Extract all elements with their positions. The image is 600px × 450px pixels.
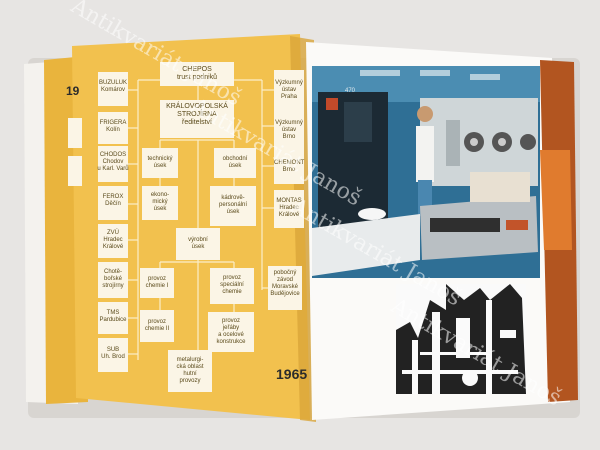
chart-box-obchodni: obchodní úsek (222, 156, 248, 169)
org-chart-lines (126, 79, 276, 360)
chart-box-left-3: CHODOS Chodov u Karl. Varů (97, 152, 129, 172)
chart-box-chepos: CHEPOS trust podniků (176, 66, 218, 81)
chart-box-right-1: Výzkumný ústav Praha (275, 80, 303, 100)
chart-box-technicky: technický úsek (147, 156, 173, 169)
chart-box-metalurgicka: metalurgi- cká oblast hutní provozy (176, 357, 204, 384)
org-chart-boxes (98, 62, 304, 392)
industrial-illustration (396, 284, 526, 394)
chart-box-chemie-1: provoz chemie I (145, 276, 169, 289)
chart-box-right-4: MONTAS Hradec Králové (276, 198, 302, 218)
chart-box-left-8: SUB Uh. Brod (101, 347, 125, 360)
chart-box-left-5: ZVÚ Hradec Králové (102, 230, 124, 250)
chart-box-left-1: BUZULUK Komárov (98, 80, 127, 93)
chart-box-right-2: Výzkumný ústav Brno (275, 120, 303, 140)
chart-box-kadrove: kádrově- personální úsek (218, 195, 248, 215)
chart-box-right-3: CHEMONT Brno (274, 160, 305, 173)
chart-box-left-6: Chotě- bořské strojírny (102, 269, 124, 289)
chart-box-specialni: provoz speciální chemie (220, 275, 244, 295)
chart-box-kralovopolska: KRÁLOVOPOLSKÁ STROJÍRNA ředitelství (166, 103, 228, 126)
edge-year-label: 19 (66, 84, 80, 98)
chart-box-left-7: TMS Pardubice (99, 310, 127, 323)
chart-box-jeraby: provoz jeřáby a ocelové konstrukce (216, 318, 246, 345)
photo-cabinet-number: 470 (344, 88, 355, 94)
chart-box-chemie-2: provoz chemie II (144, 319, 170, 332)
year-label-1965: 1965 (276, 366, 308, 382)
chart-box-ekonomicky: ekono- mický úsek (150, 192, 170, 212)
chart-box-vyrobni: výrobní úsek (188, 237, 208, 250)
chart-box-left-2: FRIGERA Kolín (99, 120, 127, 133)
chart-box-right-5: pobočný závod Moravské Budějovice (270, 270, 300, 297)
chart-box-left-4: FEROX Děčín (102, 194, 124, 207)
